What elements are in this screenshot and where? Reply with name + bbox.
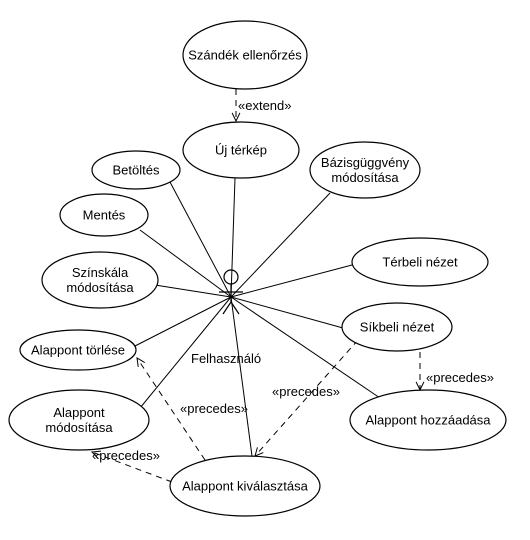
association-torles [134,296,232,347]
use-case-uj_terkep: Új térkép [182,121,300,179]
use-case-label: Bázisgüggvény [321,155,410,170]
use-case-label: Alappont törlése [31,343,125,358]
dependency-label: «precedes» [92,448,160,463]
dependency-label: «precedes» [272,384,340,399]
use-case-ellipse [91,150,181,190]
association-terbeli [230,264,353,298]
use-case-ellipse [309,141,421,199]
arrowhead-icon [231,112,241,123]
association-betoltes [169,181,232,298]
use-case-label: Színskála [72,265,129,280]
association-hozzaadas [230,296,381,399]
use-case-ellipse [182,121,300,179]
arrowhead-icon [90,450,102,459]
use-case-sikbeli: Síkbeli nézet [341,302,453,352]
use-case-ellipse [182,20,308,90]
arrowhead-icon [136,357,146,367]
actor-label: Felhasználó [191,351,261,366]
use-case-label: Alappont [53,405,105,420]
actor: Felhasználó [191,269,261,366]
association-kivalasztas [230,296,253,457]
use-case-label: Síkbeli nézet [360,320,435,335]
use-case-label: Alappont hozzáadása [365,413,491,428]
use-case-torles: Alappont törlése [19,329,137,371]
dependency-kivalasztas-modositas [91,451,173,483]
use-case-label: Szándék ellenőrzés [188,48,302,63]
actor-leg-right [230,301,240,315]
association-modositas [139,296,232,409]
dependency-labels: «extend» «precedes» «precedes» «precedes» «p… [92,98,494,463]
use-case-ellipse [169,455,321,517]
actor-head [223,269,239,285]
use-case-ellipse [19,329,137,371]
association-bazis [230,192,331,298]
use-case-ellipse [349,389,507,451]
use-case-kivalasztas: Alappont kiválasztása [169,455,321,517]
use-case-label: Mentés [83,208,126,223]
use-case-label: Betöltés [113,163,160,178]
association-mentes [139,229,232,298]
use-case-label: Alappont kiválasztása [182,479,309,494]
dependency-label: «precedes» [426,370,494,385]
association-szinskala [154,284,232,298]
use-case-ellipse [59,193,149,237]
dependency-label: «extend» [238,98,292,113]
association-uj_terkep [230,177,236,298]
use-case-label: Térbeli nézet [382,255,458,270]
dependency-kivalasztas-torles [136,357,206,461]
dependency-sikbeli-kivalasztas [254,339,359,457]
use-case-ellipse [351,237,489,287]
use-case-label: módosítása [45,420,113,435]
use-case-betoltes: Betöltés [91,150,181,190]
use-case-ellipse [8,389,150,451]
use-case-label: módosítása [66,280,134,295]
use-case-label: módosítása [331,170,399,185]
use-case-terbeli: Térbeli nézet [351,237,489,287]
actor-leg-left [222,301,232,315]
use-case-hozzaadas: Alappont hozzáadása [349,389,507,451]
use-case-ellipse [341,302,453,352]
use-case-ellipse [41,251,159,309]
use-case-label: Új térkép [215,143,267,158]
association-sikbeli [230,296,344,329]
relationship-lines [90,89,425,483]
dependency-label: «precedes» [180,401,248,416]
use-case-mentes: Mentés [59,193,149,237]
use-case-szandek: Szándék ellenőrzés [182,20,308,90]
